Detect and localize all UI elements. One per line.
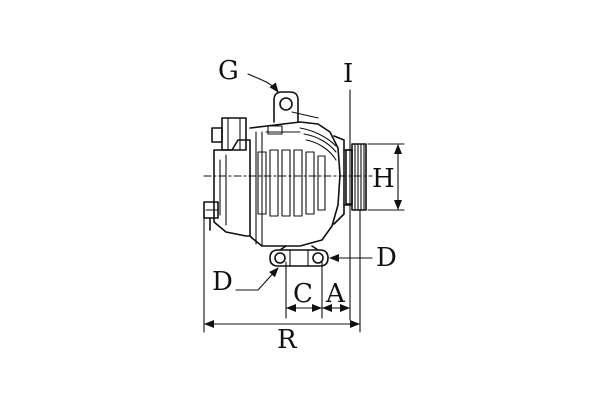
label-R: R (277, 325, 298, 355)
dimension-labels: G I H D D C A R (212, 56, 397, 355)
pulley (345, 143, 367, 211)
top-mounting-ear (273, 91, 319, 123)
alternator-body (203, 91, 373, 267)
label-C: C (293, 279, 313, 309)
label-A: A (325, 279, 346, 309)
leader-D-left (235, 267, 279, 291)
cooling-slots (257, 149, 326, 217)
rear-connector (211, 117, 247, 151)
label-H: H (372, 164, 395, 194)
terminal-post (203, 201, 219, 231)
label-G: G (218, 56, 239, 86)
dimension-lines (203, 73, 405, 333)
leader-G (247, 73, 279, 93)
label-D-right: D (376, 243, 397, 273)
label-I: I (343, 59, 353, 89)
label-D-left: D (212, 267, 233, 297)
bottom-mounting-ear (269, 245, 329, 267)
